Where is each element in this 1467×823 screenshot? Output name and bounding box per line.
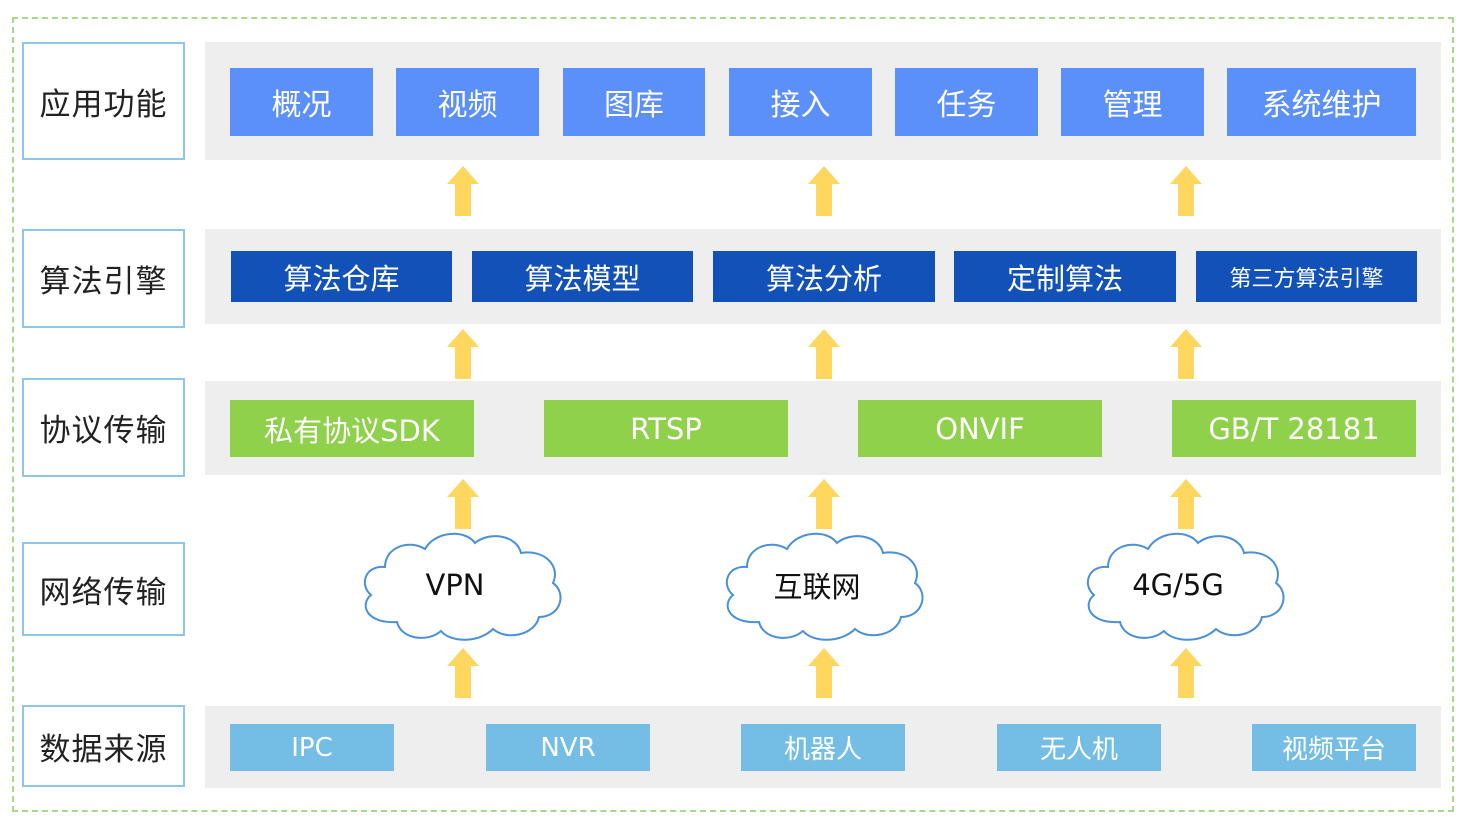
cloud-icon-4g5g	[1086, 532, 1285, 641]
app-box-overview: 概况	[230, 68, 373, 136]
arrow-up-icon	[808, 648, 840, 698]
app-box-gallery: 图库	[563, 68, 705, 136]
app-box-maintenance: 系统维护	[1227, 68, 1416, 136]
arrow-up-icon	[447, 648, 479, 698]
source-box-nvr: NVR	[486, 724, 650, 771]
arrow-up-icon	[1170, 648, 1202, 698]
arrow-up-icon	[808, 166, 840, 216]
alg-box-third-party: 第三方算法引擎	[1196, 251, 1417, 302]
arrow-up-icon	[808, 479, 840, 529]
cloud-icon-internet	[725, 532, 924, 641]
arrow-up-icon	[447, 329, 479, 379]
label-network: 网络传输	[22, 542, 185, 636]
protocol-box-rtsp: RTSP	[544, 400, 788, 457]
alg-box-repository: 算法仓库	[231, 251, 452, 302]
alg-box-model: 算法模型	[472, 251, 693, 302]
alg-box-custom: 定制算法	[954, 251, 1176, 302]
label-application: 应用功能	[22, 42, 185, 160]
arrow-up-icon	[1170, 166, 1202, 216]
arrow-up-icon	[447, 166, 479, 216]
network-label-vpn: VPN	[425, 568, 485, 602]
arrow-up-icon	[1170, 479, 1202, 529]
app-box-task: 任务	[895, 68, 1038, 136]
cloud-icon-vpn	[363, 532, 562, 641]
app-box-management: 管理	[1061, 68, 1204, 136]
arrow-up-icon	[447, 479, 479, 529]
outer-frame	[12, 17, 1454, 812]
label-protocol: 协议传输	[22, 378, 185, 477]
source-box-ipc: IPC	[230, 724, 394, 771]
protocol-box-gbt28181: GB/T 28181	[1172, 400, 1416, 457]
source-box-video-platform: 视频平台	[1252, 724, 1416, 771]
label-source: 数据来源	[22, 705, 185, 787]
app-box-access: 接入	[729, 68, 872, 136]
source-box-drone: 无人机	[997, 724, 1161, 771]
arrow-up-icon	[808, 329, 840, 379]
protocol-box-sdk: 私有协议SDK	[230, 400, 474, 457]
protocol-box-onvif: ONVIF	[858, 400, 1102, 457]
source-box-robot: 机器人	[741, 724, 905, 771]
network-label-4g5g: 4G/5G	[1132, 568, 1224, 602]
network-label-internet: 互联网	[773, 570, 861, 604]
app-box-video: 视频	[396, 68, 539, 136]
label-algorithm: 算法引擎	[22, 229, 185, 328]
arrow-up-icon	[1170, 329, 1202, 379]
alg-box-analysis: 算法分析	[713, 251, 935, 302]
